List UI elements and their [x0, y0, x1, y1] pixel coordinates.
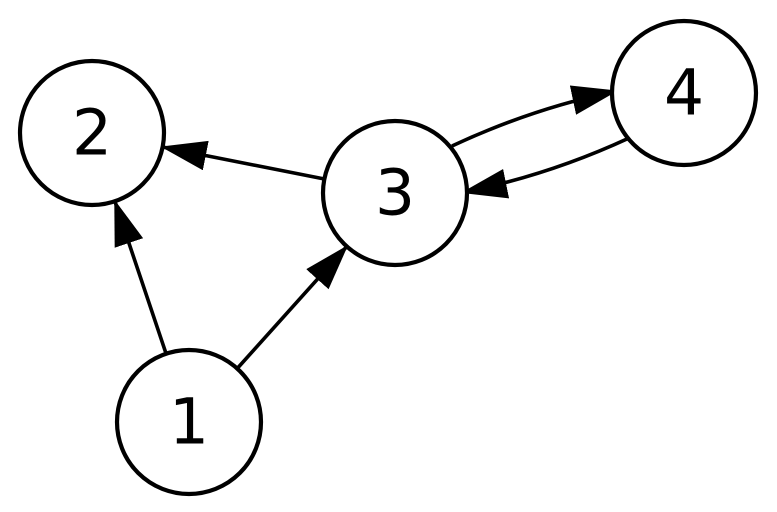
edge-3-to-4	[451, 85, 618, 148]
node-2-label: 2	[72, 97, 112, 170]
edge-1-to-3	[235, 245, 349, 370]
node-3: 3	[320, 118, 470, 268]
node-4-circle	[609, 18, 759, 168]
node-4: 4	[609, 18, 759, 168]
node-1-circle	[114, 347, 264, 497]
node-1-label: 1	[169, 386, 209, 459]
node-4-label: 4	[664, 57, 704, 130]
node-2: 2	[17, 58, 167, 208]
edge-3-to-2	[160, 140, 325, 181]
edge-4-to-3	[461, 136, 629, 199]
node-1: 1	[114, 347, 264, 497]
edge-1-to-2	[113, 199, 168, 355]
node-2-circle	[17, 58, 167, 208]
node-3-label: 3	[375, 157, 415, 230]
node-3-circle	[320, 118, 470, 268]
